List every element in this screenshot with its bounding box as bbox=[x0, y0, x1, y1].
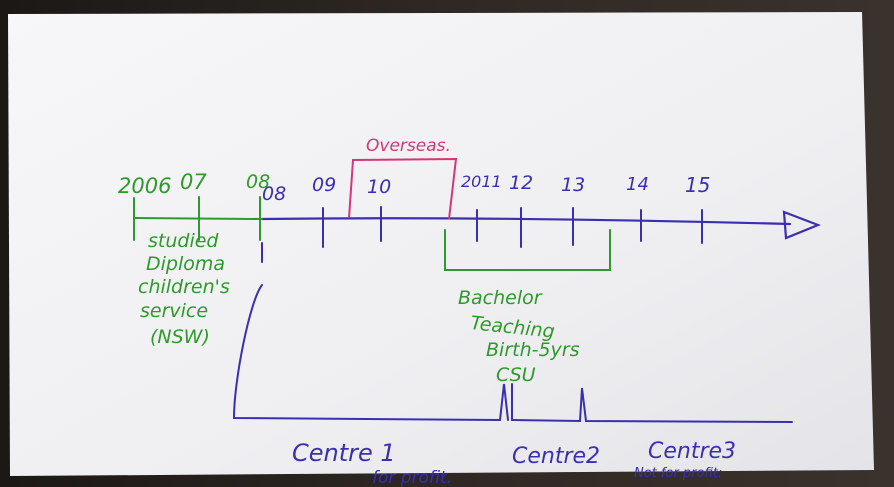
green-timeline bbox=[133, 196, 611, 271]
timeline-arrow bbox=[260, 210, 821, 240]
year-label: 08 bbox=[246, 171, 270, 193]
year-label: 13 bbox=[561, 174, 585, 196]
year-label: 2006 bbox=[118, 174, 171, 198]
centre3-label: Centre3 bbox=[648, 439, 736, 464]
bachelor-line: Bachelor bbox=[458, 287, 543, 309]
year-label: 14 bbox=[626, 174, 649, 195]
diploma-line: children's bbox=[138, 276, 230, 298]
centre1-sub: for profit. bbox=[372, 468, 452, 487]
paper-sheet bbox=[8, 12, 874, 476]
year-label: 12 bbox=[509, 172, 533, 194]
diploma-line: Diploma bbox=[146, 253, 225, 275]
centre2-label: Centre2 bbox=[512, 444, 600, 469]
diploma-line: service bbox=[140, 300, 208, 322]
year-label: 07 bbox=[180, 170, 207, 194]
centre1-label: Centre 1 bbox=[292, 439, 396, 467]
centre-bracket bbox=[232, 242, 793, 423]
diploma-line: studied bbox=[148, 230, 219, 252]
purple-ticks bbox=[322, 206, 703, 248]
centre3-sub: Not for profit: bbox=[634, 466, 722, 481]
diploma-line: (NSW) bbox=[150, 326, 210, 348]
year-label: 15 bbox=[685, 173, 710, 197]
year-label: 09 bbox=[312, 174, 336, 196]
year-label: 10 bbox=[367, 176, 391, 198]
bachelor-line: Birth-5yrs bbox=[486, 339, 580, 361]
year-label: 08 bbox=[262, 183, 286, 205]
year-label: 2011 bbox=[461, 172, 502, 191]
overseas-box bbox=[348, 157, 458, 220]
overseas-label: Overseas. bbox=[366, 136, 451, 156]
bachelor-line: CSU bbox=[496, 364, 536, 386]
